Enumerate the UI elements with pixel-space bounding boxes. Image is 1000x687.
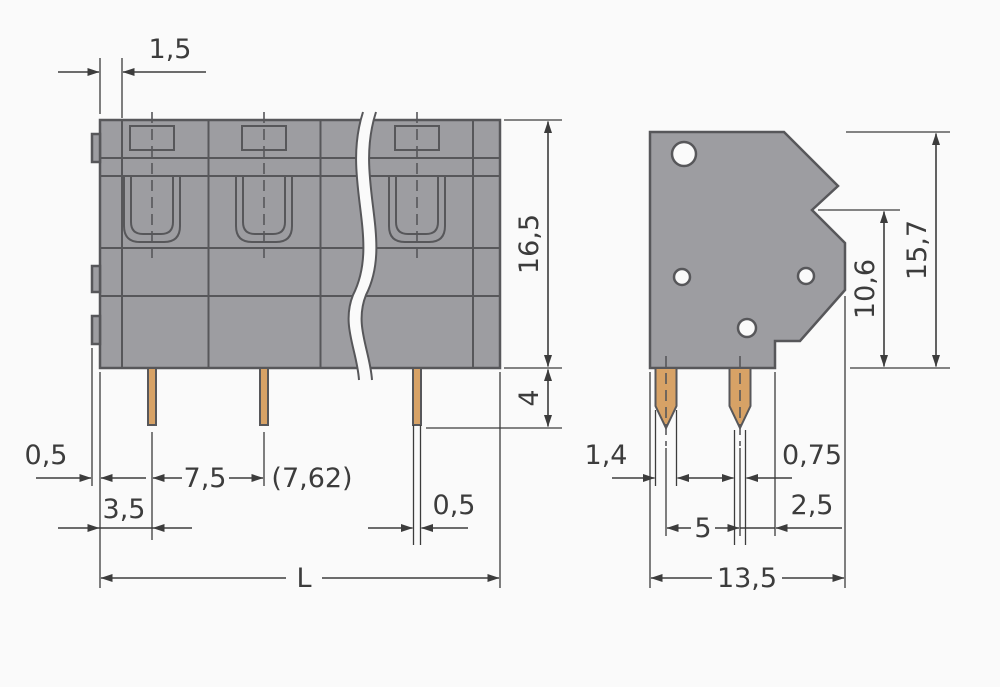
side-hole-left bbox=[672, 267, 692, 287]
dim-pin-thickness-label: 0,75 bbox=[782, 440, 842, 471]
dim-top-wall: 1,5 bbox=[58, 34, 206, 118]
dim-pin-width-front-label: 0,5 bbox=[433, 490, 476, 521]
front-body bbox=[98, 118, 502, 370]
side-view bbox=[648, 130, 847, 545]
dim-rear-offset-label: 2,5 bbox=[791, 490, 834, 521]
dim-body-height: 10,6 bbox=[818, 209, 900, 367]
dim-tab-depth-label: 0,5 bbox=[25, 440, 68, 471]
dim-pin-spacing: 5 bbox=[665, 448, 741, 544]
side-hole-top bbox=[670, 140, 698, 168]
dim-pin-width-front: 0,5 bbox=[368, 490, 476, 532]
dim-total-depth: 13,5 bbox=[649, 296, 846, 594]
dim-pitch: 7,5 (7,62) bbox=[151, 432, 353, 540]
front-pin-1 bbox=[147, 367, 157, 426]
dim-height: 16,5 bbox=[504, 119, 562, 369]
front-tab-top bbox=[90, 132, 102, 164]
dim-total-height: 15,7 bbox=[846, 131, 950, 369]
dim-tab-depth: 0,5 bbox=[25, 348, 146, 588]
dim-pitch-inch-label: (7,62) bbox=[271, 463, 352, 494]
dim-total-depth-label: 13,5 bbox=[717, 563, 777, 594]
front-view bbox=[90, 111, 502, 545]
front-tab-bottom bbox=[90, 314, 102, 346]
dim-total-height-label: 15,7 bbox=[902, 220, 933, 280]
dim-body-height-label: 10,6 bbox=[850, 259, 881, 319]
dim-rear-offset: 2,5 bbox=[740, 372, 842, 536]
dim-height-label: 16,5 bbox=[514, 214, 545, 274]
dim-pin-spacing-label: 5 bbox=[694, 513, 711, 544]
front-dimensions: 1,5 16,5 4 0,5 7,5 bbox=[25, 34, 562, 594]
front-pin-3 bbox=[412, 367, 422, 426]
side-dimensions: 15,7 10,6 1,4 0,75 5 bbox=[585, 131, 950, 594]
dim-pin-width-side: 1,4 bbox=[585, 410, 734, 486]
dim-total-length-label: L bbox=[296, 563, 311, 594]
dim-first-pole-offset-label: 3,5 bbox=[103, 494, 146, 525]
dim-pin-width-side-label: 1,4 bbox=[585, 440, 628, 471]
side-hole-right bbox=[796, 266, 816, 286]
front-pin-2 bbox=[259, 367, 269, 426]
dim-top-wall-label: 1,5 bbox=[149, 34, 192, 65]
dim-total-length: L bbox=[100, 372, 501, 594]
dim-pitch-label: 7,5 bbox=[184, 463, 227, 494]
dim-pin-length: 4 bbox=[426, 369, 562, 429]
dim-pin-length-label: 4 bbox=[514, 389, 545, 406]
dim-pin-thickness: 0,75 bbox=[746, 440, 842, 482]
break-edge-left bbox=[347, 111, 365, 381]
break-edge-right bbox=[360, 111, 378, 381]
side-hole-bottom bbox=[736, 317, 758, 339]
dim-first-pole-offset: 3,5 bbox=[58, 494, 192, 532]
front-tab-middle bbox=[90, 264, 102, 294]
